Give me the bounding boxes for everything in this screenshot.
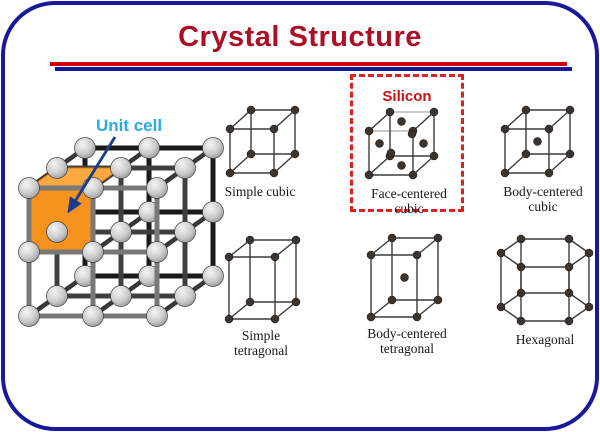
diagram-body-centered-tetragonal: Body-centered tetragonal	[357, 231, 457, 356]
simple-tetragonal-figure	[224, 235, 301, 324]
silicon-label: Silicon	[382, 88, 432, 105]
silicon-highlight-box: Silicon	[350, 74, 464, 212]
page-title: Crystal Structure	[178, 21, 422, 53]
diagram-hexagonal: Hexagonal	[493, 227, 597, 347]
diagram-caption: Simple tetragonal	[234, 328, 288, 359]
diagram-caption: Body-centered tetragonal	[367, 326, 447, 357]
diagram-caption: Hexagonal	[515, 332, 575, 347]
lattice-middle-atoms	[46, 157, 196, 307]
diagram-body-centered-cubic: Body-centered cubic	[493, 103, 593, 214]
body-centered-tetragonal-figure	[366, 233, 443, 322]
body-centered-cubic-figure	[500, 105, 575, 178]
diagram-simple-tetragonal: Simple tetragonal	[211, 233, 311, 358]
unit-cell-label: Unit cell	[96, 116, 162, 135]
unit-cell-lattice-figure: Unit cell	[18, 116, 224, 327]
title-rule-blue	[55, 67, 572, 71]
diagram-caption: Simple cubic	[224, 184, 296, 199]
simple-cubic-figure	[225, 105, 300, 178]
title-rule-red	[50, 62, 567, 66]
diagram-face-centered-cubic: Face-centered cubic	[359, 105, 459, 216]
hexagonal-figure	[496, 234, 594, 326]
lattice-front-atoms	[18, 177, 168, 327]
diagram-caption: Face-centered cubic	[371, 186, 447, 217]
diagram-caption: Body-centered cubic	[503, 184, 583, 215]
unit-cell-arrow	[67, 136, 117, 214]
face-centered-cubic-figure	[364, 107, 439, 180]
diagram-simple-cubic: Simple cubic	[210, 103, 310, 199]
